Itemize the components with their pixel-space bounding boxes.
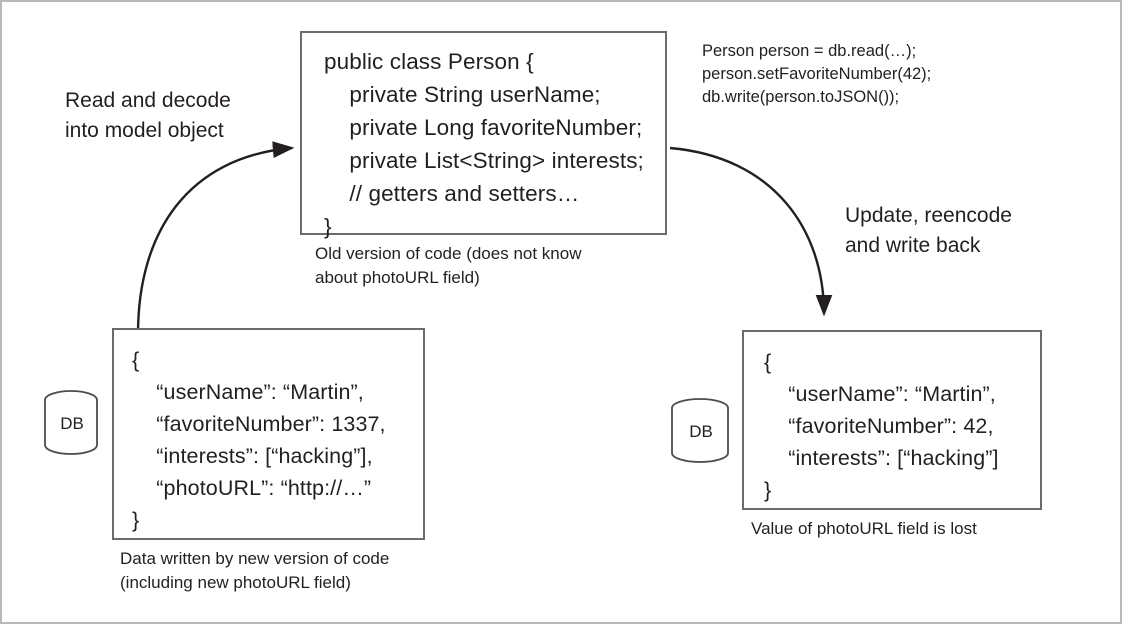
read-arrow-path [136, 141, 295, 335]
old-version-code-caption: Old version of code (does not know about… [315, 244, 582, 287]
database-cylinder-icon [671, 398, 729, 463]
database-label-left: DB [60, 414, 84, 433]
database-record-after-text: { “userName”: “Martin”, “favoriteNumber”… [764, 350, 999, 502]
old-version-code-text: public class Person { private String use… [324, 49, 644, 239]
old-version-code-box: public class Person { private String use… [300, 31, 667, 239]
database-record-before-text: { “userName”: “Martin”, “favoriteNumber”… [132, 348, 386, 532]
database-label-right: DB [689, 422, 713, 441]
database-icon-left: DB [42, 388, 102, 462]
database-record-before-caption: Data written by new version of code (inc… [120, 549, 390, 592]
write-arrow-path [669, 146, 833, 317]
read-arrow-label: Read and decode into model object [65, 89, 231, 142]
database-cylinder-icon [44, 390, 98, 455]
database-record-before-box: { “userName”: “Martin”, “favoriteNumber”… [112, 328, 425, 540]
database-icon-right: DB [669, 396, 733, 470]
write-arrow-label: Update, reencode and write back [845, 204, 1012, 257]
usage-code-snippet: Person person = db.read(…); person.setFa… [702, 42, 932, 106]
database-record-after-caption: Value of photoURL field is lost [751, 519, 977, 538]
database-record-after-box: { “userName”: “Martin”, “favoriteNumber”… [742, 330, 1042, 510]
